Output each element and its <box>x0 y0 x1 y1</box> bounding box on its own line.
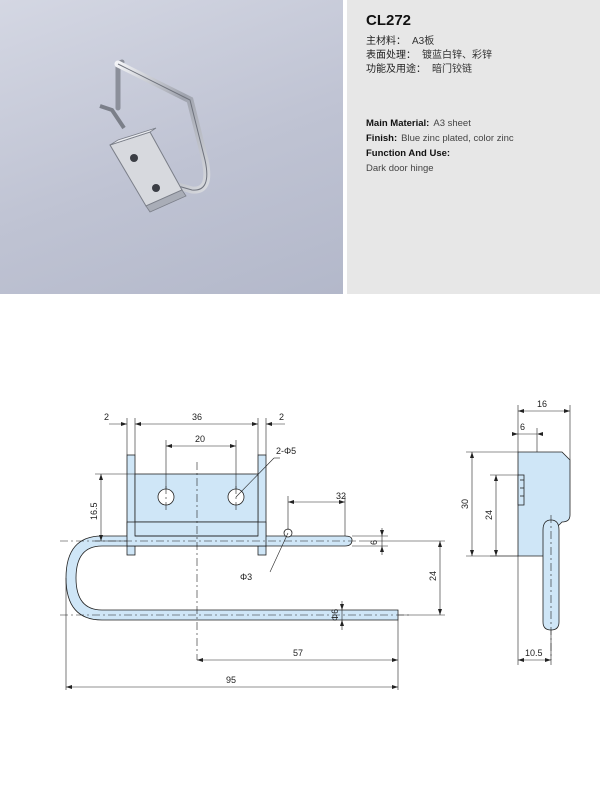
cn-spec-label: 主材料： <box>366 36 406 47</box>
model-number: CL272 <box>366 12 412 29</box>
hinge-photo-illustration <box>99 59 211 213</box>
dim-side-flange: 6 <box>520 422 525 432</box>
cn-spec-finish: 表面处理： 镀蓝白锌、彩锌 <box>366 46 492 61</box>
en-spec-label: Finish: <box>366 133 398 144</box>
drawing-canvas: 2 36 2 20 2-Φ5 16.5 32 6 Φ3 24 Φ6 57 95 … <box>60 399 571 690</box>
en-spec-label: Main Material: <box>366 118 430 129</box>
cn-spec-value: 暗门铰链 <box>432 64 472 75</box>
technical-drawing: 2 36 2 20 2-Φ5 16.5 32 6 Φ3 24 Φ6 57 95 … <box>0 294 600 786</box>
dim-hole-spacing: 20 <box>195 434 205 444</box>
cn-spec-value: A3板 <box>412 36 435 47</box>
dim-rod-dia: Φ6 <box>330 609 340 621</box>
dim-pin-hole: Φ3 <box>240 572 252 582</box>
u-rod <box>65 535 399 621</box>
en-specs: Main Material:A3 sheet Finish:Blue zinc … <box>366 116 514 176</box>
en-spec-function-label-row: Function And Use: <box>366 146 514 161</box>
en-spec-label: Function And Use: <box>366 148 451 159</box>
dim-pin-offset: 6 <box>369 540 379 545</box>
en-spec-material: Main Material:A3 sheet <box>366 116 514 131</box>
en-spec-value: Blue zinc plated, color zinc <box>401 133 514 144</box>
product-info-panel: CL272 主材料： A3板 表面处理： 镀蓝白锌、彩锌 功能及用途： 暗门铰链 Ma… <box>347 0 600 294</box>
dim-side-width: 16 <box>537 399 547 409</box>
product-photo <box>0 0 343 294</box>
dim-side-bottom: 10.5 <box>525 648 543 658</box>
en-spec-value: Dark door hinge <box>366 163 434 174</box>
en-spec-finish: Finish:Blue zinc plated, color zinc <box>366 131 514 146</box>
dim-left-vertical: 16.5 <box>89 502 99 520</box>
dim-top-middle: 36 <box>192 412 202 422</box>
dim-top-left: 2 <box>104 412 109 422</box>
cn-spec-value: 镀蓝白锌、彩锌 <box>422 50 492 61</box>
dim-height: 24 <box>428 571 438 581</box>
dim-side-inner-height: 24 <box>484 510 494 520</box>
dim-top-right: 2 <box>279 412 284 422</box>
cn-spec-label: 功能及用途： <box>366 64 426 75</box>
cn-spec-material: 主材料： A3板 <box>366 32 434 47</box>
cn-spec-label: 表面处理： <box>366 50 416 61</box>
en-spec-value: A3 sheet <box>433 118 471 129</box>
dim-pin-length: 32 <box>336 491 346 501</box>
en-spec-function-value-row: Dark door hinge <box>366 161 514 176</box>
dim-total-length: 95 <box>226 675 236 685</box>
dim-side-height: 30 <box>460 499 470 509</box>
cn-spec-function: 功能及用途： 暗门铰链 <box>366 60 472 75</box>
dim-rod-length: 57 <box>293 648 303 658</box>
dim-holes: 2-Φ5 <box>276 446 296 456</box>
